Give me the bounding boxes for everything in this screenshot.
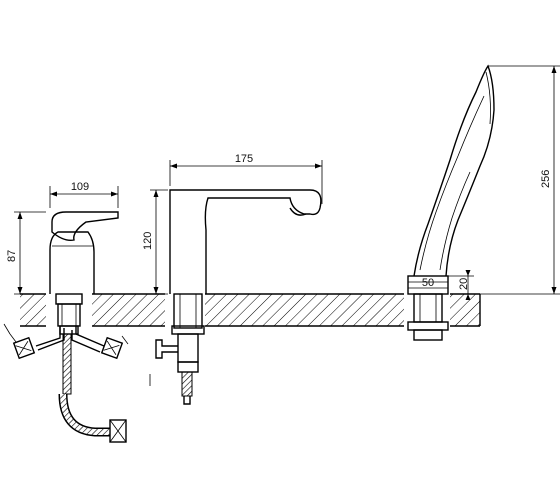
arrow bbox=[111, 191, 118, 197]
dim-spout-height: 120 bbox=[142, 189, 168, 295]
hose-tip bbox=[9, 333, 17, 343]
arrow bbox=[50, 191, 57, 197]
label-50: 50 bbox=[422, 277, 434, 289]
left-hose-nut bbox=[12, 336, 36, 360]
spout-shank bbox=[173, 293, 203, 329]
nut-cross bbox=[18, 341, 29, 356]
spout-outlet bbox=[289, 207, 307, 216]
arrow bbox=[17, 212, 23, 219]
dim-shower-total-height: 256 bbox=[480, 65, 560, 295]
shower-handle-inner bbox=[439, 171, 471, 271]
left-hose bbox=[35, 326, 61, 347]
spout-side-outlet bbox=[155, 339, 178, 359]
hose-tip bbox=[121, 335, 129, 345]
spout-lock-nut bbox=[171, 325, 205, 335]
dim-shower-base-height: 20 bbox=[448, 270, 474, 300]
label-20: 20 bbox=[458, 278, 470, 290]
mixer-body bbox=[49, 231, 95, 294]
arrow bbox=[465, 294, 471, 300]
braided-hose-vertical bbox=[62, 333, 72, 395]
spout-body bbox=[169, 189, 322, 294]
spout-hose-nut bbox=[177, 361, 199, 373]
arrow bbox=[17, 287, 23, 294]
bath-spout bbox=[149, 189, 322, 405]
dim-mixer-length: 109 bbox=[49, 181, 119, 208]
right-hose-edge bbox=[71, 330, 101, 353]
arrow bbox=[551, 66, 557, 73]
spout-hose-end bbox=[183, 396, 191, 405]
hose-tip bbox=[3, 323, 11, 335]
nut-cross bbox=[109, 419, 127, 443]
arrow bbox=[170, 163, 177, 169]
label-120: 120 bbox=[142, 232, 154, 250]
label-175: 175 bbox=[235, 153, 253, 165]
dim-spout-reach: 175 bbox=[169, 153, 323, 204]
braided-hose-curve-braid bbox=[60, 393, 110, 435]
arrow bbox=[315, 163, 322, 169]
mixer-hole bbox=[46, 293, 92, 327]
arrow bbox=[551, 287, 557, 294]
label-87: 87 bbox=[6, 250, 18, 262]
bottom-hose-nut bbox=[109, 419, 127, 443]
mixer-hoses bbox=[3, 323, 129, 443]
arrow bbox=[465, 270, 471, 276]
spout-braided-hose bbox=[181, 371, 193, 397]
spout-connector bbox=[177, 333, 199, 363]
mixer-lever bbox=[51, 211, 119, 242]
right-hose bbox=[75, 326, 105, 347]
label-256: 256 bbox=[540, 170, 552, 188]
shower-handle bbox=[413, 64, 495, 277]
arrow bbox=[153, 287, 159, 294]
hand-shower-holder bbox=[407, 64, 495, 341]
braided-hose-curve bbox=[58, 393, 110, 437]
arrow bbox=[153, 190, 159, 197]
countertop-hatch bbox=[20, 294, 480, 326]
shower-head-face bbox=[485, 71, 491, 125]
right-hose-nut bbox=[100, 336, 124, 360]
nut-cross bbox=[103, 344, 120, 351]
dim-mixer-height: 87 bbox=[6, 211, 46, 295]
shower-outlet bbox=[413, 329, 443, 341]
dim-shower-base-width: 50 bbox=[408, 277, 448, 289]
label-109: 109 bbox=[71, 181, 89, 193]
spout-hole bbox=[165, 293, 205, 327]
shower-handle-inner bbox=[419, 95, 485, 271]
